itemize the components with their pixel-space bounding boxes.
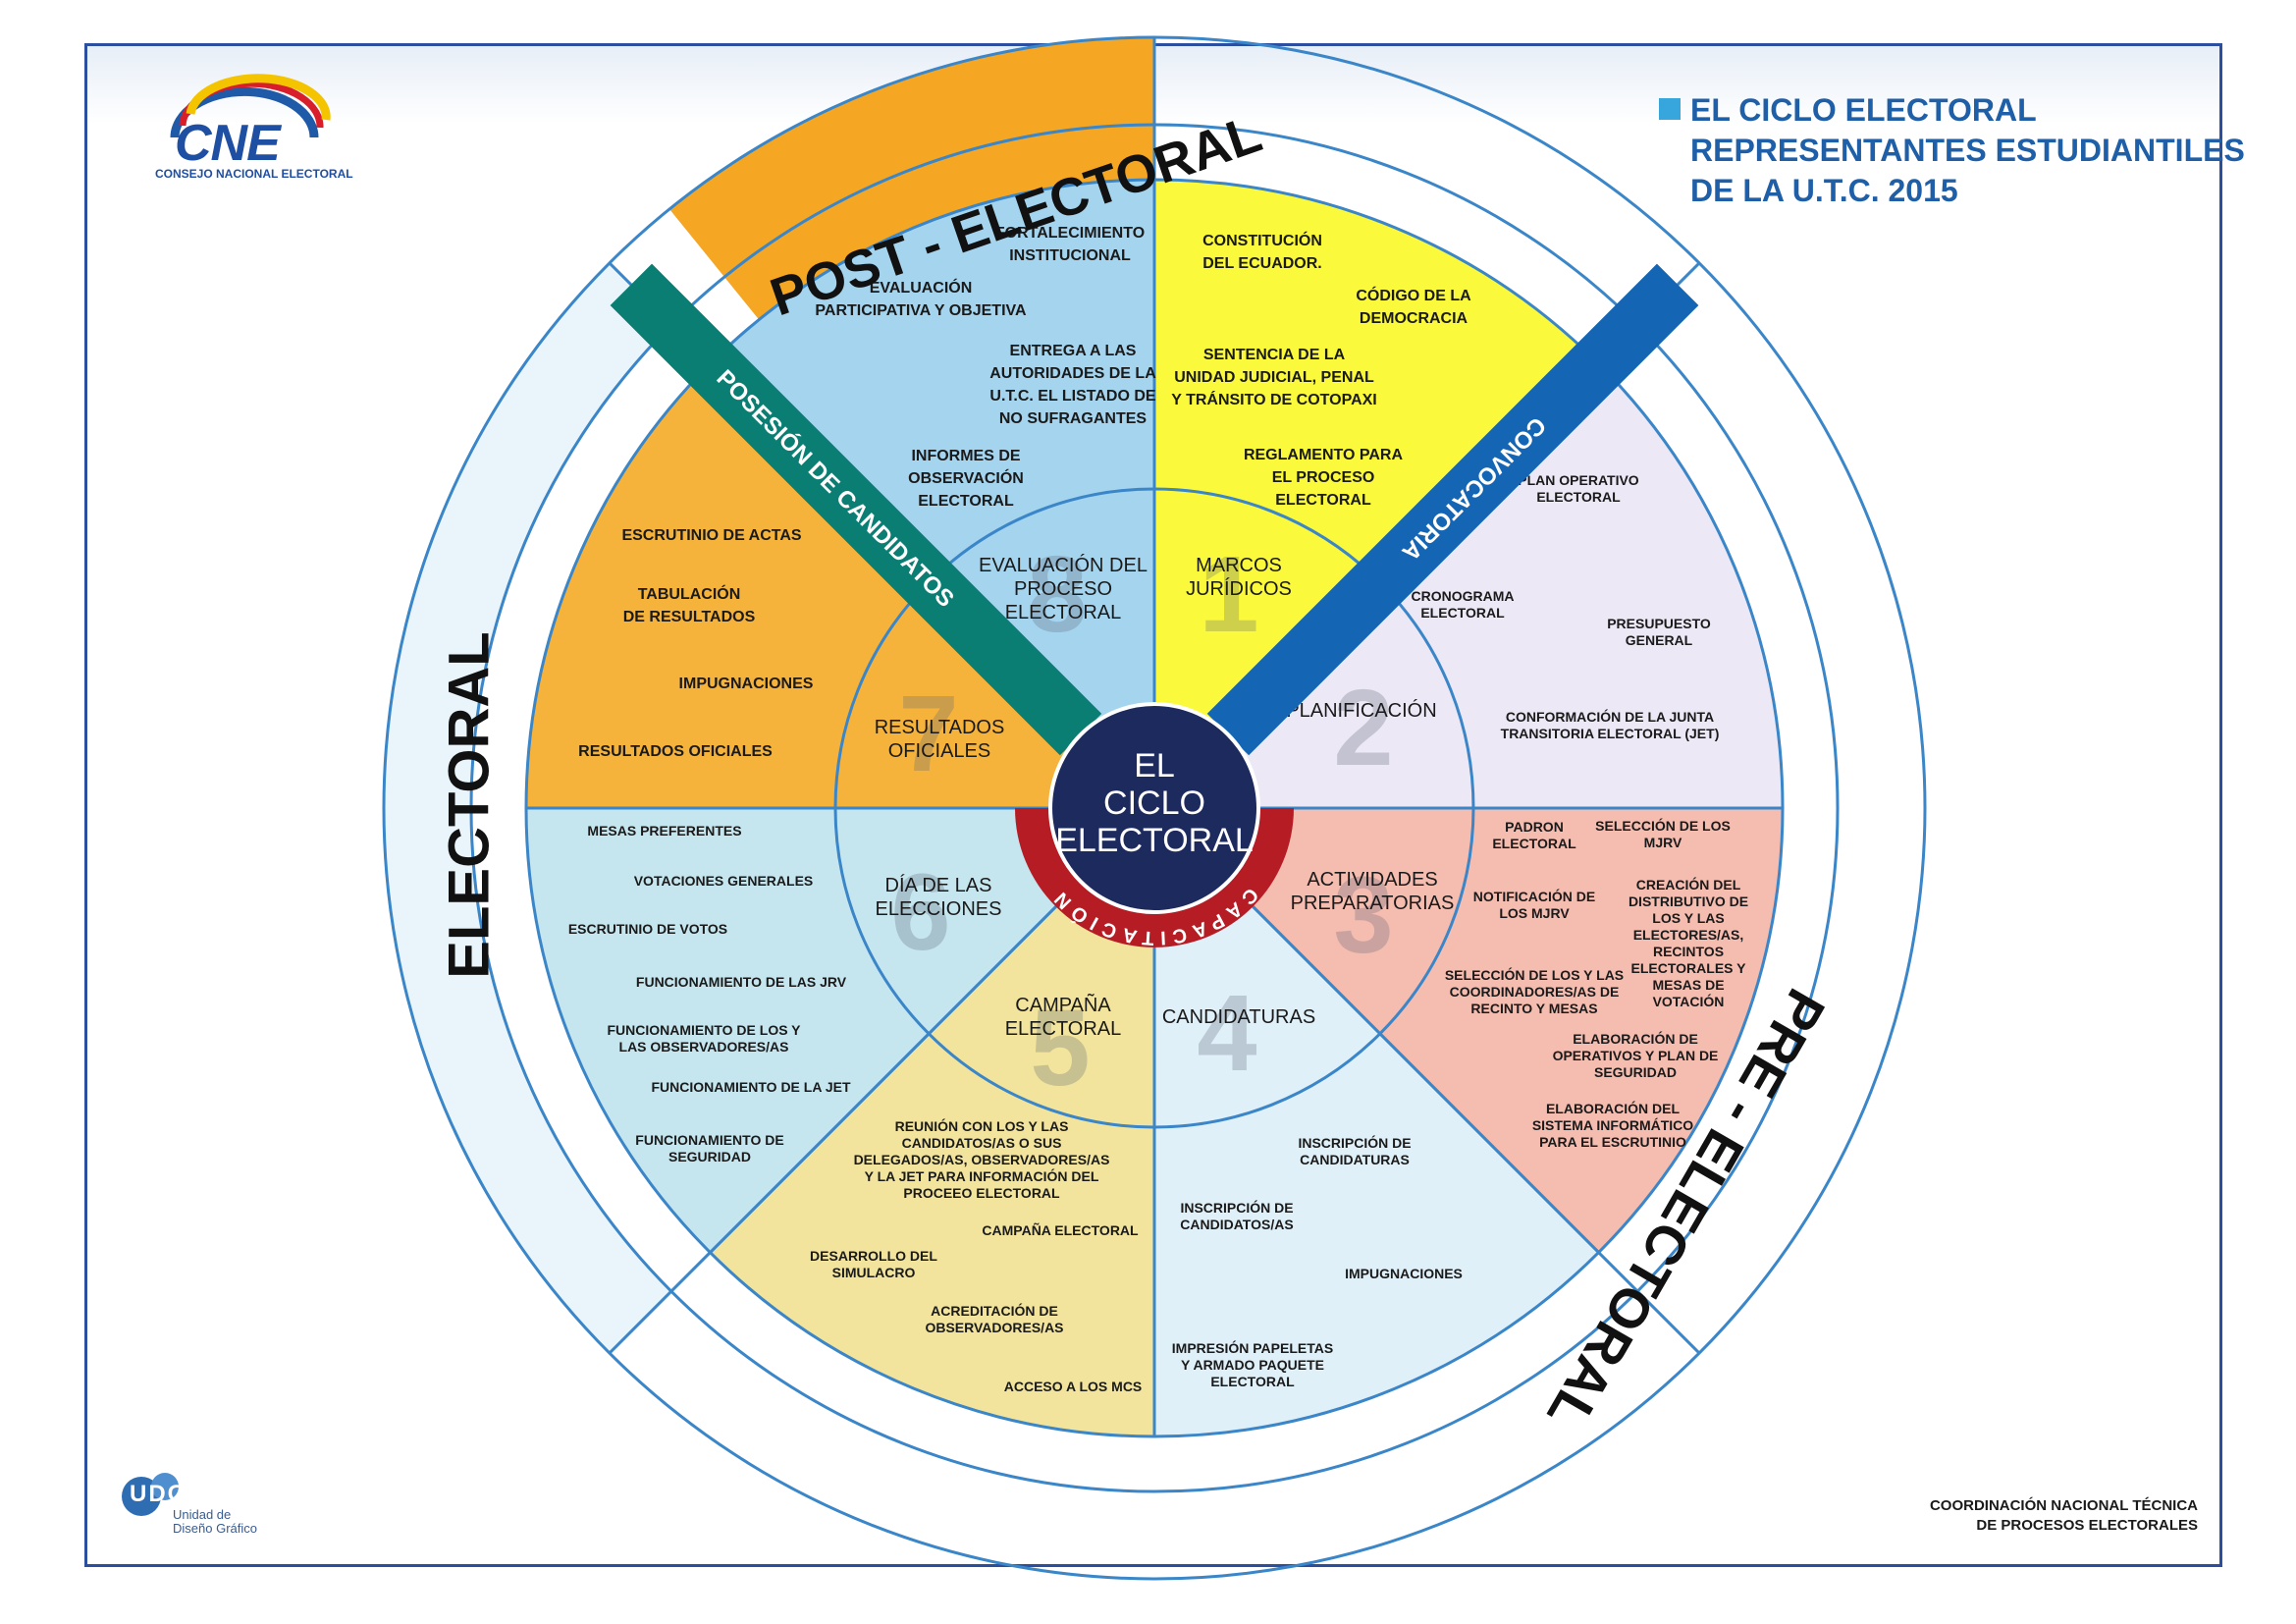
electoral-ring (384, 262, 671, 1354)
coord-line: DE PROCESOS ELECTORALES (1976, 1517, 2198, 1534)
sector-number: 6 (890, 852, 950, 973)
sector-1 (1152, 178, 1601, 812)
sector-item: CAMPAÑA ELECTORAL (982, 1221, 1139, 1238)
phase-divider (608, 1251, 712, 1355)
title-line: DE LA U.T.C. 2015 (1690, 173, 1958, 208)
sector-item: ESCRUTINIO DE VOTOS (568, 921, 727, 937)
core-ring-stroke (833, 487, 1475, 1129)
sector-item: IMPUGNACIONES (1345, 1266, 1463, 1281)
title-line: EL CICLO ELECTORAL (1690, 92, 2037, 128)
post-electoral-band (668, 37, 1154, 320)
sector-item: FUNCIONAMIENTO DE LA JET (651, 1079, 850, 1095)
udg-line: Unidad de (173, 1507, 232, 1522)
sector-3 (1150, 806, 1785, 1255)
sector-number: 1 (1199, 534, 1258, 655)
udg-logo-mark (122, 1473, 179, 1516)
udg-logo: UDG Unidad de Diseño Gráfico (116, 1465, 257, 1543)
udg-letters: UDG (130, 1481, 188, 1507)
udg-text: Unidad de Diseño Gráfico (173, 1508, 257, 1536)
sector-item: IMPUGNACIONES (679, 676, 814, 692)
page-title: EL CICLO ELECTORAL REPRESENTANTES ESTUDI… (1690, 90, 2245, 211)
cne-name: CONSEJO NACIONAL ELECTORAL (155, 167, 353, 181)
phase-divider (1597, 1251, 1701, 1355)
sector-item: ESCRUTINIO DE ACTAS (621, 527, 801, 544)
sector-item: VOTACIONES GENERALES (634, 873, 814, 889)
sector-number: 4 (1197, 973, 1256, 1094)
sector-6 (524, 806, 1158, 1255)
cne-logo-arcs (170, 74, 331, 138)
coord-line: COORDINACIÓN NACIONAL TÉCNICA (1929, 1497, 2198, 1514)
electoral-label: ELECTORAL (438, 631, 502, 978)
sector-number: 5 (1030, 988, 1090, 1109)
sector-number: 3 (1333, 855, 1393, 976)
coordination-label: COORDINACIÓN NACIONAL TÉCNICA DE PROCESO… (1930, 1496, 2198, 1536)
title-square (1659, 98, 1681, 120)
sector-2 (1150, 361, 1785, 810)
sector-item: FUNCIONAMIENTO DE LAS JRV (636, 974, 847, 990)
sector-7 (524, 361, 1158, 810)
sector-number: 7 (898, 674, 958, 794)
sector-4 (1152, 804, 1601, 1438)
title-line: REPRESENTANTES ESTUDIANTILES (1690, 133, 2245, 168)
udg-line: Diseño Gráfico (173, 1521, 257, 1536)
sector-5 (708, 804, 1156, 1438)
sector-number: 8 (1027, 534, 1087, 655)
sector-core-label: PLANIFICACIÓN (1286, 699, 1436, 722)
sector-core-label: CANDIDATURAS (1162, 1006, 1315, 1028)
sector-item: MESAS PREFERENTES (587, 823, 741, 839)
sector-item: ACCESO A LOS MCS (1004, 1379, 1143, 1394)
center-circle (1048, 702, 1260, 914)
cne-acronym: CNE (175, 115, 281, 172)
capacitacion-band (1015, 808, 1294, 947)
sector-8 (708, 178, 1156, 812)
sector-item: RESULTADOS OFICIALES (578, 743, 773, 760)
cne-logo: CNE CONSEJO NACIONAL ELECTORAL (147, 69, 363, 187)
sector-number: 2 (1333, 668, 1393, 788)
